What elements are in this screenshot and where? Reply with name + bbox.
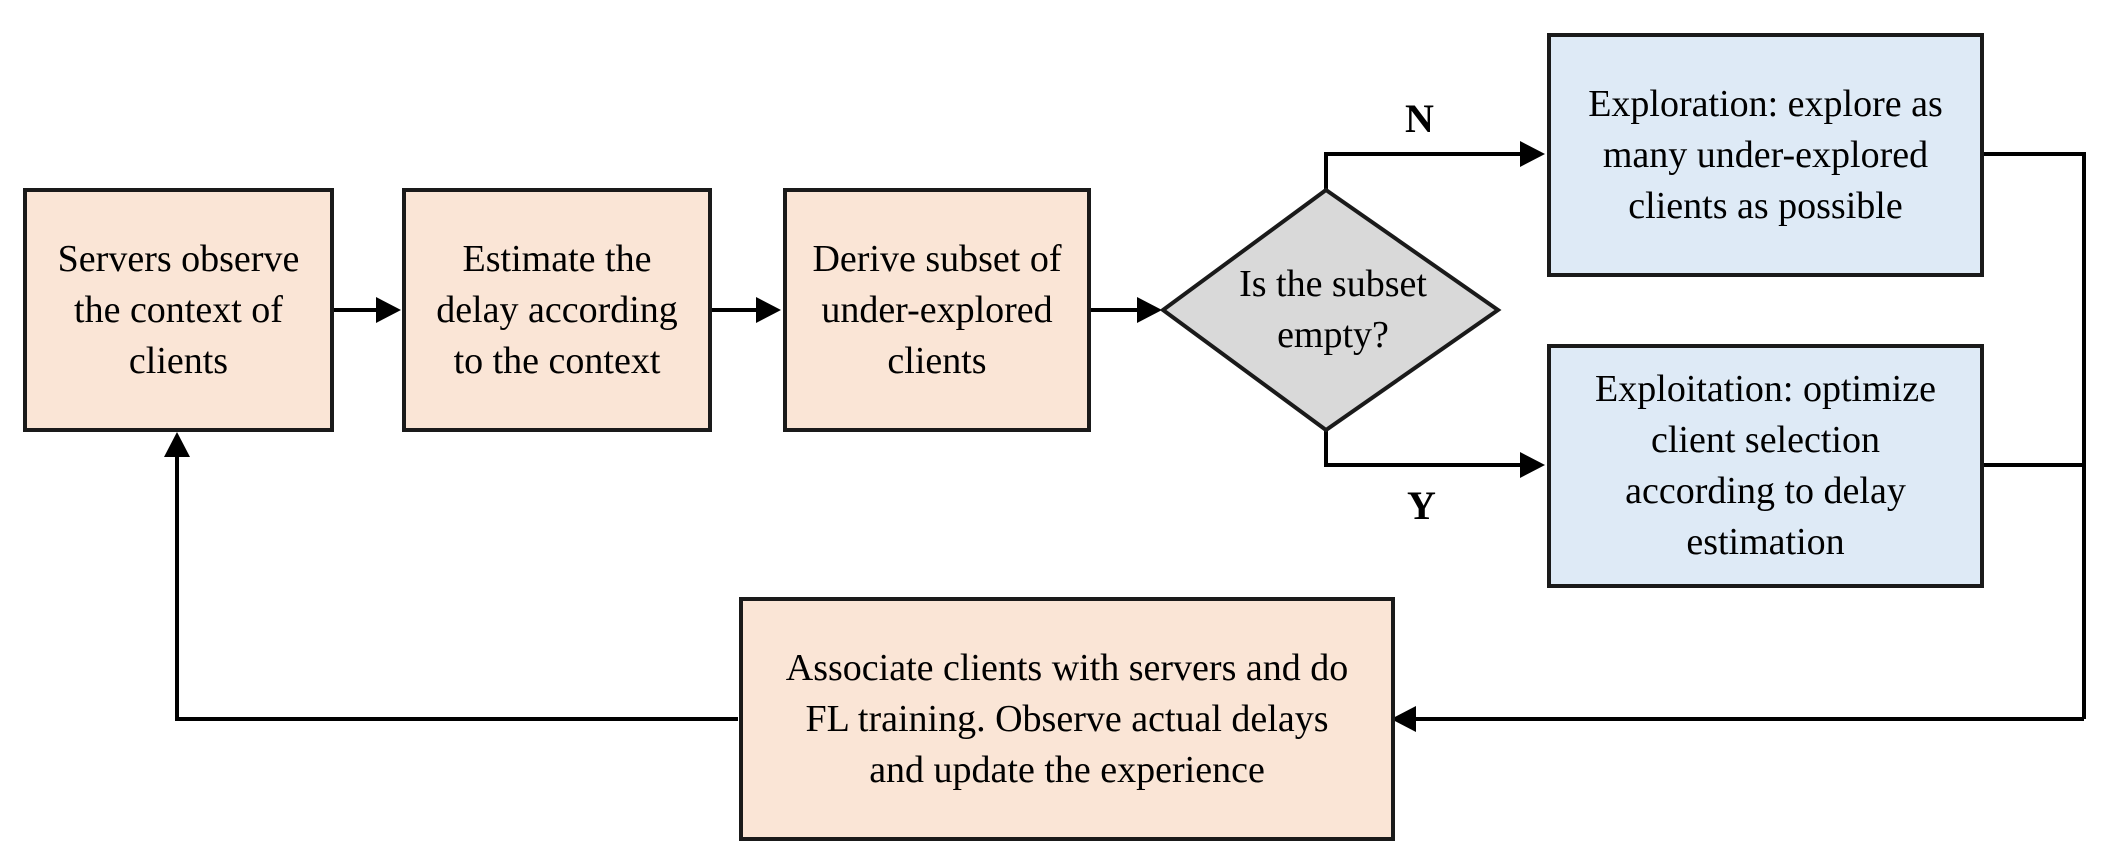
arrowhead-exploitation [1520,452,1545,478]
decision-diamond [1159,187,1502,433]
arrowhead-decision [1137,297,1162,323]
branch-label-no: N [1405,96,1434,141]
branch-label-yes: Y [1407,483,1436,528]
arrow-decision-to-exploration [1324,152,1530,190]
node-estimate-delay: Estimate the delay according to the cont… [402,188,712,432]
node-derive-subset-label: Derive subset of under-explored clients [812,237,1062,382]
node-observe-context-label: Servers observe the context of clients [57,237,300,382]
decision-label: Is the subset empty? [1239,263,1427,356]
node-exploration: Exploration: explore as many under-explo… [1547,33,1984,277]
arrow-decision-to-exploitation [1324,430,1530,467]
node-associate-train: Associate clients with servers and do FL… [739,597,1395,841]
arrowhead-estimate [376,297,401,323]
line-exploration-to-merge [1980,152,2086,719]
node-associate-train-label: Associate clients with servers and do FL… [785,646,1349,791]
arrow-associate-to-observe [175,440,738,721]
arrowhead-exploration [1520,141,1545,167]
node-observe-context: Servers observe the context of clients [23,188,334,432]
arrowhead-associate [1391,706,1416,732]
arrowhead-derive [756,297,781,323]
node-derive-subset: Derive subset of under-explored clients [783,188,1091,432]
arrowhead-observe [164,432,190,457]
node-exploration-label: Exploration: explore as many under-explo… [1588,82,1943,227]
node-exploitation: Exploitation: optimize client selection … [1547,344,1984,588]
node-exploitation-label: Exploitation: optimize client selection … [1595,368,1936,563]
node-estimate-delay-label: Estimate the delay according to the cont… [436,237,678,382]
